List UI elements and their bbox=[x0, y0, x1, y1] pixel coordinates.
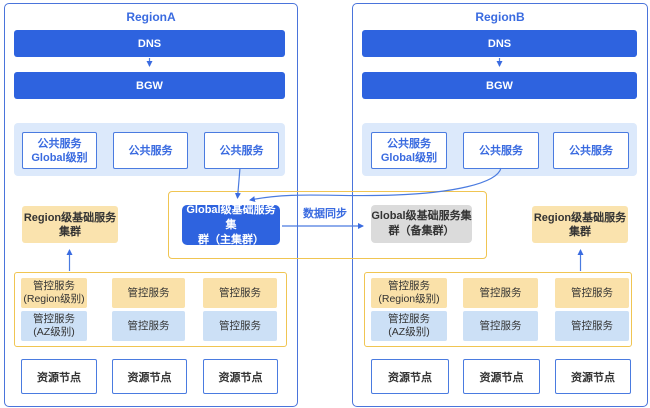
region-b-resource-node-1: 资源节点 bbox=[371, 359, 449, 394]
region-a-mgmt-container bbox=[14, 272, 287, 347]
region-a-bgw-bar: BGW bbox=[14, 72, 285, 99]
label-line: Region级基础服务 bbox=[23, 211, 117, 224]
label-line: (AZ级别) bbox=[33, 326, 75, 338]
label-line: 管控服务 bbox=[388, 313, 430, 325]
region-a-region-cluster-box: Region级基础服务 集群 bbox=[22, 206, 118, 243]
label-line: 管控服务 bbox=[571, 286, 613, 299]
region-a-mgmt-box-3: 管控服务 bbox=[203, 278, 277, 308]
region-b-mgmt-box-3: 管控服务 bbox=[555, 278, 629, 308]
label-line: 管控服务 bbox=[33, 313, 75, 325]
label-line: 资源节点 bbox=[37, 371, 81, 384]
region-a-mgmt-az-box: 管控服务 (AZ级别) bbox=[21, 311, 87, 341]
region-a-bgw-label: BGW bbox=[136, 79, 163, 92]
region-b-resource-node-2: 资源节点 bbox=[463, 359, 540, 394]
label-line: 公共服务 bbox=[387, 137, 431, 150]
label-line: Global级别 bbox=[380, 151, 438, 164]
label-line: 管控服务 bbox=[33, 280, 75, 292]
label-line: (Region级别) bbox=[378, 293, 440, 305]
region-b-public-service-2: 公共服务 bbox=[463, 132, 539, 169]
region-a-title: RegionA bbox=[126, 10, 176, 24]
label-line: 资源节点 bbox=[388, 371, 432, 384]
region-b-dns-bar: DNS bbox=[362, 30, 637, 57]
global-standby-cluster-box: Global级基础服务集 群（备集群） bbox=[371, 205, 472, 243]
label-line: (Region级别) bbox=[23, 293, 85, 305]
region-a-mgmt-box-6: 管控服务 bbox=[203, 311, 277, 341]
label-line: 资源节点 bbox=[127, 371, 172, 384]
label-line: 公共服务 bbox=[37, 137, 82, 150]
label-line: 管控服务 bbox=[479, 319, 522, 332]
label-line: 资源节点 bbox=[218, 371, 263, 384]
label-line: 公共服务 bbox=[219, 144, 264, 157]
region-a-mgmt-box-2: 管控服务 bbox=[112, 278, 185, 308]
region-b-bgw-label: BGW bbox=[486, 79, 513, 92]
label-line: 资源节点 bbox=[571, 371, 615, 384]
data-sync-label: 数据同步 bbox=[303, 208, 347, 220]
region-a-dns-bar: DNS bbox=[14, 30, 285, 57]
region-a-public-service-global: 公共服务 Global级别 bbox=[22, 132, 97, 169]
region-a-public-service-2: 公共服务 bbox=[113, 132, 188, 169]
label-line: 管控服务 bbox=[479, 286, 522, 299]
region-a-dns-label: DNS bbox=[137, 37, 162, 50]
region-b-public-service-3: 公共服务 bbox=[553, 132, 629, 169]
label-line: 管控服务 bbox=[388, 280, 430, 292]
label-line: Global级别 bbox=[31, 151, 88, 164]
region-a-resource-node-3: 资源节点 bbox=[203, 359, 278, 394]
label-line: 资源节点 bbox=[479, 371, 524, 384]
label-line: 公共服务 bbox=[569, 144, 613, 157]
region-b-mgmt-az-box: 管控服务 (AZ级别) bbox=[371, 311, 447, 341]
label-line: Global级基础服务集 bbox=[371, 210, 472, 222]
label-line: 集群 bbox=[569, 225, 591, 238]
label-line: 集群 bbox=[59, 225, 81, 238]
region-b-mgmt-region-box: 管控服务 (Region级别) bbox=[371, 278, 447, 308]
region-a-public-service-3: 公共服务 bbox=[204, 132, 279, 169]
region-a-mgmt-region-box: 管控服务 (Region级别) bbox=[21, 278, 87, 308]
region-b-mgmt-box-2: 管控服务 bbox=[463, 278, 538, 308]
label-line: 管控服务 bbox=[571, 319, 613, 332]
label-line: 公共服务 bbox=[479, 144, 523, 157]
region-a-mgmt-box-5: 管控服务 bbox=[112, 311, 185, 341]
region-b-region-cluster-box: Region级基础服务 集群 bbox=[532, 206, 628, 243]
label-line: 群（主集群） bbox=[198, 233, 264, 246]
global-primary-cluster-box: Global级基础服务集 群（主集群） bbox=[182, 203, 280, 246]
label-line: 群（备集群） bbox=[388, 225, 455, 237]
region-b-resource-node-3: 资源节点 bbox=[555, 359, 631, 394]
label-line: 管控服务 bbox=[219, 319, 261, 332]
label-line: Region级基础服务 bbox=[533, 211, 627, 224]
label-line: 管控服务 bbox=[127, 286, 170, 299]
label-line: Global级基础服务集 bbox=[186, 203, 276, 231]
region-b-dns-label: DNS bbox=[487, 37, 512, 50]
region-b-mgmt-box-5: 管控服务 bbox=[463, 311, 538, 341]
label-line: 管控服务 bbox=[219, 286, 261, 299]
label-line: 公共服务 bbox=[128, 144, 173, 157]
region-b-mgmt-container bbox=[364, 272, 632, 347]
region-b-public-service-global: 公共服务 Global级别 bbox=[371, 132, 447, 169]
region-a-resource-node-2: 资源节点 bbox=[112, 359, 187, 394]
region-b-title: RegionB bbox=[475, 10, 525, 24]
label-line: (AZ级别) bbox=[388, 326, 430, 338]
region-b-mgmt-box-6: 管控服务 bbox=[555, 311, 629, 341]
region-a-resource-node-1: 资源节点 bbox=[21, 359, 97, 394]
label-line: 管控服务 bbox=[127, 319, 170, 332]
region-b-bgw-bar: BGW bbox=[362, 72, 637, 99]
